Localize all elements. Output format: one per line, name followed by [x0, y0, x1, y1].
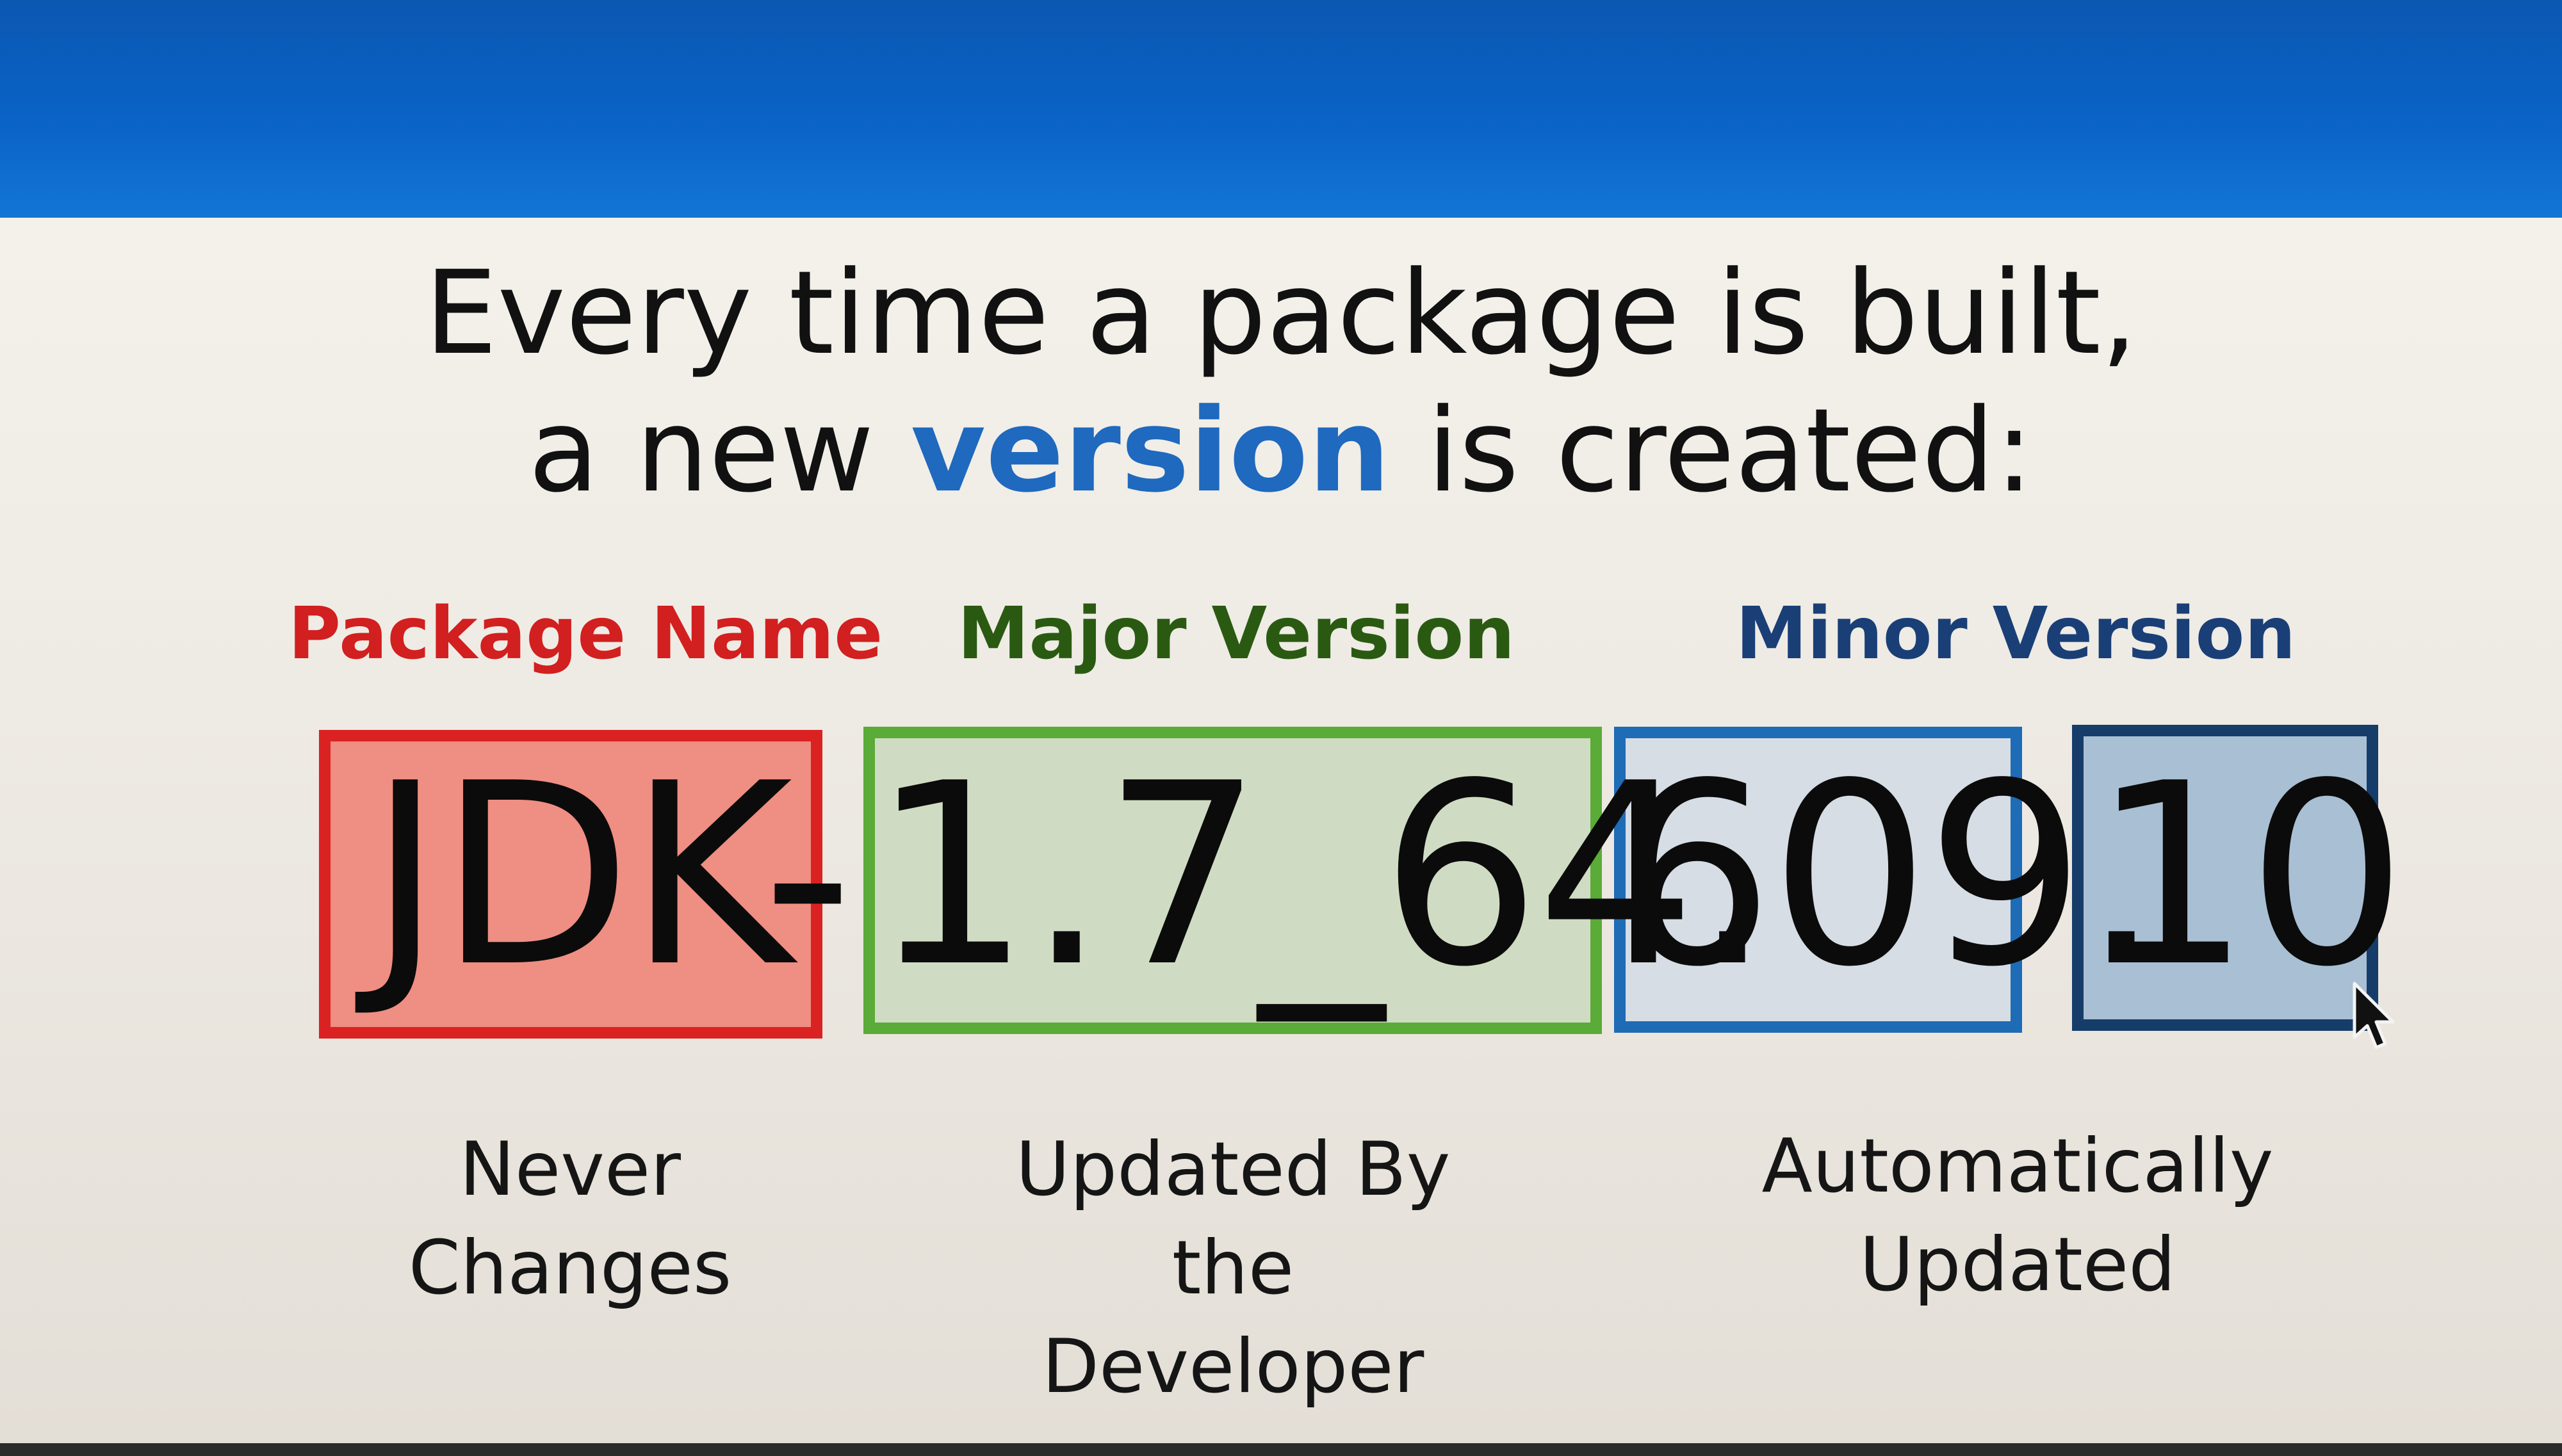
- window-top-bar: [0, 0, 2562, 218]
- highlighted-word-version: version: [910, 384, 1391, 518]
- mouse-pointer-icon: [2353, 982, 2395, 1049]
- build-number-box: [2072, 725, 2378, 1031]
- description-minor: Automatically Updated: [1704, 1117, 2331, 1314]
- description-package: Never Changes: [346, 1120, 794, 1318]
- description-package-line-1: Never: [459, 1126, 681, 1213]
- dash-separator: -: [762, 730, 853, 1022]
- label-package-name: Package Name: [288, 592, 883, 675]
- headline-line-1: Every time a package is built,: [424, 247, 2138, 380]
- headline-line-2-end: is created:: [1390, 384, 2034, 518]
- package-name-box: [319, 730, 822, 1039]
- version-package-text: JDK-: [368, 735, 853, 1017]
- major-version-box: [863, 727, 1602, 1034]
- major-segment: 1.7_64.: [871, 730, 1772, 1022]
- minor-segment: 609.: [1614, 730, 2162, 1022]
- label-major-version: Major Version: [957, 592, 1515, 675]
- package-segment: JDK: [368, 730, 766, 1022]
- description-package-line-2: Changes: [408, 1225, 732, 1311]
- headline-line-2-start: a new: [528, 384, 911, 518]
- description-minor-line-1: Automatically: [1761, 1123, 2274, 1209]
- screen-bottom-edge: [0, 1443, 2562, 1456]
- headline-line-2: a new version is created:: [0, 384, 2562, 519]
- description-minor-line-2: Updated: [1859, 1222, 2176, 1308]
- build-segment: 10: [2091, 730, 2407, 1022]
- description-major: Updated By the Developer: [932, 1120, 1534, 1416]
- description-major-line-2: the: [1171, 1225, 1294, 1311]
- label-minor-version: Minor Version: [1736, 592, 2296, 675]
- description-major-line-3: Developer: [1041, 1323, 1424, 1410]
- minor-version-box: [1614, 727, 2022, 1033]
- description-major-line-1: Updated By: [1015, 1126, 1451, 1213]
